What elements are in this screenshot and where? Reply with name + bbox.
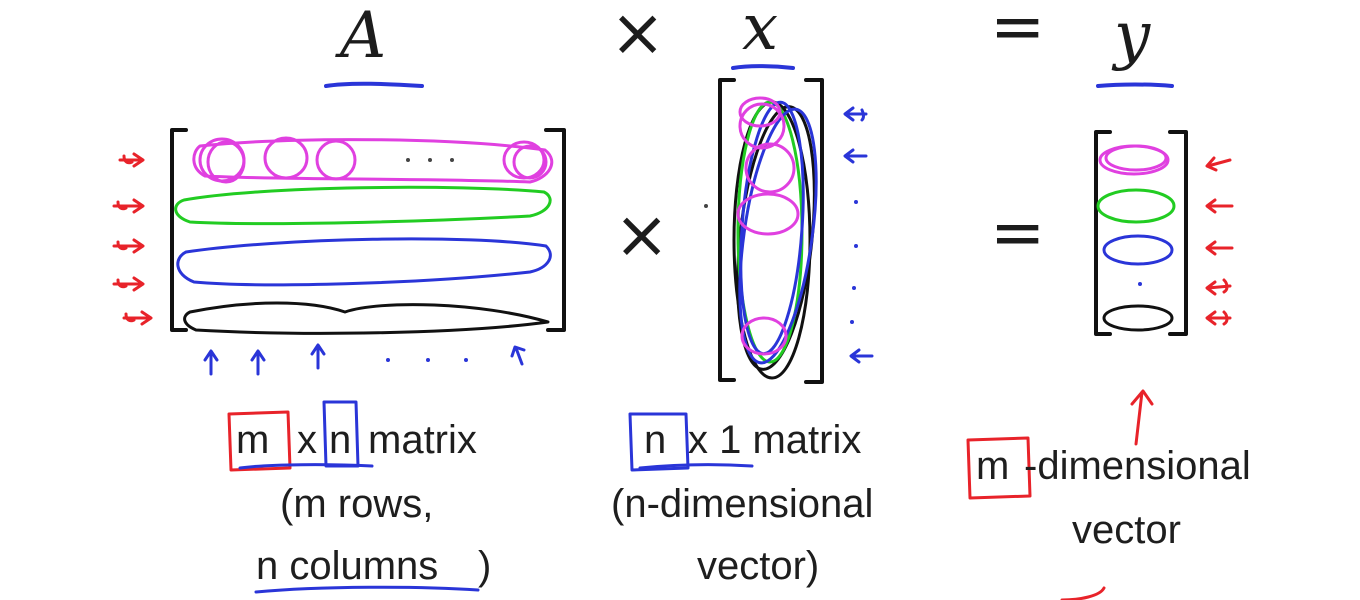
matrix-row-4 [183, 301, 550, 335]
result-left-bracket [1094, 130, 1112, 336]
box-n-vector [628, 412, 690, 472]
blue-vector-dots [850, 200, 858, 324]
matrix-caption-columns: n columns [256, 544, 439, 588]
stray-dot [704, 204, 708, 208]
matrix-row-2 [174, 185, 552, 226]
vector-left-bracket [718, 78, 736, 382]
blue-column-arrow-icon [203, 343, 526, 376]
equals-operator-middle: = [990, 194, 1046, 271]
result-entry-2 [1096, 188, 1176, 224]
result-caption-m: m [976, 444, 1010, 488]
underline-n-columns [254, 585, 480, 594]
result-symbol-y: y [1114, 0, 1151, 73]
red-up-arrow-icon [1130, 389, 1154, 446]
matrix-caption-m: m [236, 418, 270, 462]
box-m-matrix [227, 410, 292, 472]
matrix-caption-matrix: matrix [368, 418, 477, 462]
matrix-symbol-A: A [340, 0, 387, 73]
vector-right-bracket [804, 78, 824, 384]
blue-vector-arrow-icon [843, 106, 874, 364]
vector-caption-vector: vector) [697, 544, 820, 588]
matrix-row-1 [192, 136, 554, 184]
matrix-caption-rows: (m rows, [280, 482, 434, 526]
underline-mxn [238, 463, 374, 470]
matrix-right-bracket [544, 128, 566, 332]
equals-operator-top: = [990, 0, 1046, 65]
matrix-caption-close-paren: ) [478, 544, 492, 588]
result-caption-vector: vector [1072, 508, 1181, 552]
red-curve-bottom [1060, 586, 1106, 600]
result-right-bracket [1168, 130, 1188, 336]
result-caption-dimensional: -dimensional [1024, 444, 1251, 488]
vector-caption-n: n [644, 418, 667, 462]
matrix-row-3 [176, 237, 552, 287]
matrix-left-bracket [170, 128, 188, 332]
red-result-arrow-icon [1205, 156, 1234, 326]
blue-column-dots [386, 358, 468, 362]
underline-y [1096, 82, 1174, 88]
times-operator-top: × [610, 0, 666, 71]
times-operator-middle: × [614, 196, 670, 273]
result-entry-3 [1102, 234, 1174, 266]
vector-entries [732, 96, 818, 380]
vector-symbol-x: x [742, 0, 779, 65]
vector-caption-matrix: x 1 matrix [688, 418, 862, 462]
matrix-caption-x: x [297, 418, 317, 462]
matrix-row-1-dots [406, 158, 454, 162]
box-m-result [966, 436, 1032, 500]
underline-A [324, 81, 424, 88]
underline-x [731, 64, 795, 70]
red-row-arrow-icon [112, 152, 153, 326]
result-entry-1b [1104, 144, 1168, 172]
vector-caption-dimensional: (n-dimensional [611, 482, 874, 526]
result-dot [1138, 282, 1142, 286]
result-entry-4 [1102, 304, 1174, 332]
underline-nx1 [638, 463, 754, 470]
matrix-caption-n: n [329, 418, 352, 462]
